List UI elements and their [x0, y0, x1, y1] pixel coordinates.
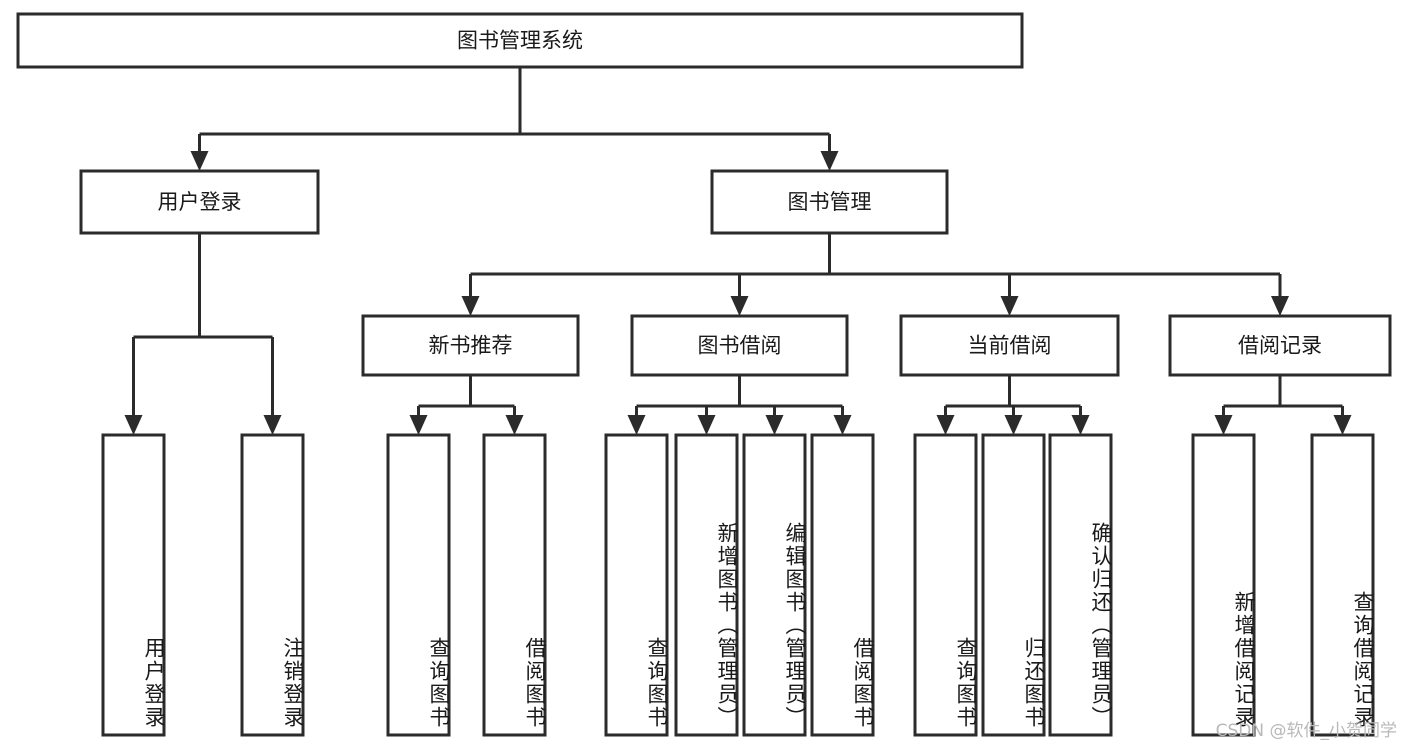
arrow-head-icon [505, 415, 524, 435]
node-box [386, 433, 451, 737]
node-box [604, 433, 669, 737]
arrow-head-icon [461, 296, 480, 316]
node-leaf-user-login[interactable] [101, 433, 166, 737]
node-leaf-query-book-rec[interactable] [386, 433, 451, 737]
node-book-borrow[interactable]: 图书借阅 [630, 314, 849, 377]
arrow-head-icon [1271, 296, 1289, 316]
arrow-head-icon [1333, 415, 1352, 435]
node-root-system[interactable]: 图书管理系统 [16, 12, 1024, 69]
arrow-head-icon [1214, 415, 1233, 435]
node-book-manage[interactable]: 图书管理 [710, 169, 949, 235]
arrow-head-icon [1000, 296, 1019, 316]
node-leaf-add-record[interactable] [1191, 433, 1256, 737]
node-box [630, 314, 849, 377]
node-box [240, 433, 305, 737]
node-box [1310, 433, 1375, 737]
node-box [710, 169, 949, 235]
node-box [1168, 314, 1392, 377]
node-label-new-book-recommend: 新书推荐 [429, 334, 513, 358]
arrow-head-icon [1071, 415, 1090, 435]
node-box [361, 314, 580, 377]
arrow-head-icon [765, 415, 784, 435]
arrow-head-icon [936, 415, 955, 435]
node-box [482, 433, 547, 737]
node-leaf-add-book[interactable] [674, 433, 739, 737]
node-leaf-return-book[interactable] [981, 433, 1046, 737]
node-new-book-recommend[interactable]: 新书推荐 [361, 314, 580, 377]
node-label-user-login: 用户登录 [158, 190, 242, 214]
node-borrow-record[interactable]: 借阅记录 [1168, 314, 1392, 377]
connectors-layer [124, 67, 1352, 435]
node-box [674, 433, 739, 737]
node-label-current-borrow: 当前借阅 [968, 334, 1052, 358]
node-leaf-query-record[interactable] [1310, 433, 1375, 737]
arrow-head-icon [409, 415, 428, 435]
arrow-head-icon [124, 415, 143, 435]
node-leaf-confirm-return[interactable] [1048, 433, 1113, 737]
node-box [79, 169, 320, 235]
node-leaf-borrow-book-rec[interactable] [482, 433, 547, 737]
arrow-head-icon [627, 415, 646, 435]
node-box [981, 433, 1046, 737]
node-box [810, 433, 875, 737]
arrow-head-icon [190, 151, 209, 171]
node-label-borrow-record: 借阅记录 [1238, 334, 1322, 358]
node-box [101, 433, 166, 737]
node-box [1191, 433, 1256, 737]
node-leaf-query-book-cur[interactable] [913, 433, 978, 737]
node-label-book-manage: 图书管理 [788, 190, 872, 214]
node-user-login[interactable]: 用户登录 [79, 169, 320, 235]
node-current-borrow[interactable]: 当前借阅 [899, 314, 1120, 377]
node-box [742, 433, 807, 737]
arrow-head-icon [263, 415, 282, 435]
csdn-watermark: CSDN @软件_小贺同学 [1215, 721, 1397, 741]
node-label-root: 图书管理系统 [457, 29, 583, 53]
arrow-head-icon [1004, 415, 1023, 435]
node-leaf-query-book-bor[interactable] [604, 433, 669, 737]
node-box [1048, 433, 1113, 737]
node-leaf-borrow-book-bor[interactable] [810, 433, 875, 737]
node-box [913, 433, 978, 737]
node-leaf-edit-book[interactable] [742, 433, 807, 737]
arrow-head-icon [820, 151, 839, 171]
node-box [899, 314, 1120, 377]
node-leaf-logout[interactable] [240, 433, 305, 737]
arrow-head-icon [697, 415, 716, 435]
arrow-head-icon [730, 296, 749, 316]
node-label-book-borrow: 图书借阅 [698, 334, 782, 358]
node-box [16, 12, 1024, 69]
arrow-head-icon [833, 415, 852, 435]
